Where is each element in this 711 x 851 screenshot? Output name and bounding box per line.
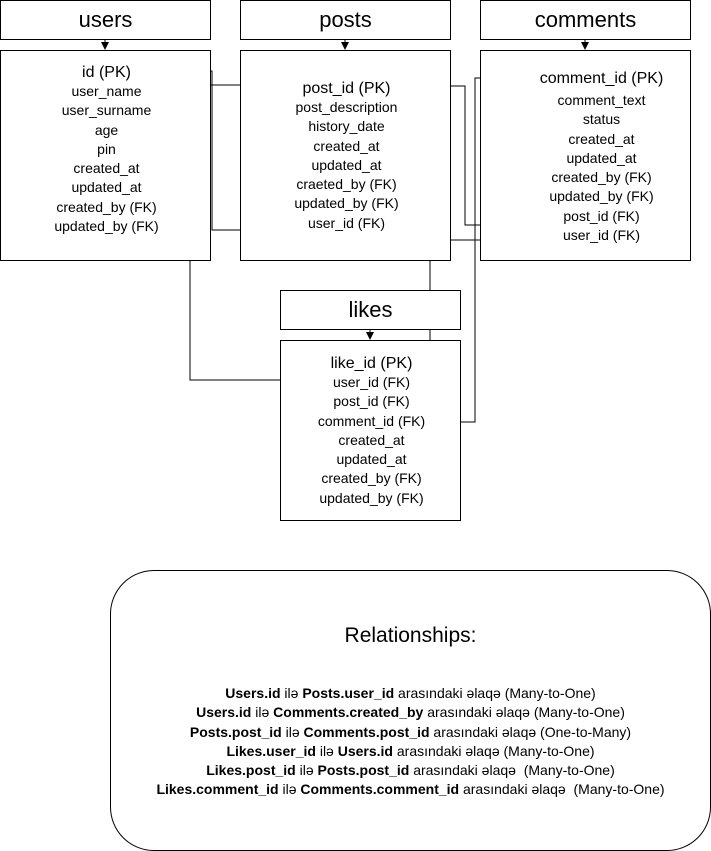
likes-pk-field: like_id (PK) [330, 355, 413, 372]
posts-table-title: posts [240, 0, 451, 40]
comments-field: updated_by (FK) [549, 188, 654, 205]
posts-fields: post_id (PK) post_description history_da… [241, 79, 452, 233]
posts-field: history_date [308, 118, 385, 135]
relationships-panel: Relationships: Users.id ilə Posts.user_i… [110, 570, 711, 851]
users-field: updated_at [71, 179, 142, 196]
posts-field: created_at [313, 137, 380, 154]
users-title-text: users [78, 7, 133, 32]
comments-field: comment_text [557, 92, 646, 108]
comments-field: created_at [568, 130, 635, 147]
posts-field: user_id (FK) [307, 214, 386, 231]
comments-field: updated_at [566, 149, 637, 166]
users-field: pin [97, 140, 116, 157]
users-fields: id (PK) user_name user_surname age pin c… [1, 63, 212, 236]
posts-field: updated_at [311, 156, 382, 173]
comments-table-title: comments [480, 0, 691, 40]
users-field: age [94, 121, 119, 138]
comments-field: user_id (FK) [562, 227, 641, 244]
likes-field: created_by (FK) [321, 470, 422, 487]
posts-field: post_description [295, 99, 398, 115]
users-table-title: users [0, 0, 211, 40]
posts-title-text: posts [319, 7, 372, 32]
likes-field: comment_id (FK) [317, 412, 426, 429]
comments-field: status [582, 111, 621, 128]
likes-fields: like_id (PK) user_id (FK) post_id (FK) c… [281, 354, 462, 508]
comments-fields-list: comment_text status created_at updated_a… [481, 91, 711, 245]
comments-title-text: comments [534, 7, 637, 32]
comments-fields: comment_id (PK) [481, 69, 711, 88]
likes-title-text: likes [348, 297, 393, 322]
posts-field: updated_by (FK) [294, 195, 399, 212]
relationships-list: Users.id ilə Posts.user_id arasındaki əl… [111, 684, 710, 800]
posts-table-body: post_id (PK) post_description history_da… [240, 50, 451, 261]
relationship-line: Likes.comment_id ilə Comments.comment_id… [156, 781, 665, 798]
likes-table-body: like_id (PK) user_id (FK) post_id (FK) c… [280, 340, 461, 521]
likes-field: updated_by (FK) [319, 489, 424, 506]
relationship-line: Likes.user_id ilə Users.id arasındaki əl… [226, 742, 595, 759]
users-field: user_name [71, 83, 142, 99]
relationship-line: Posts.post_id ilə Comments.post_id arası… [189, 723, 632, 740]
likes-field: user_id (FK) [332, 374, 411, 390]
relationship-line: Users.id ilə Comments.created_by arasınd… [196, 704, 625, 721]
users-field: updated_by (FK) [54, 218, 159, 235]
users-field: user_surname [61, 102, 152, 119]
posts-field: craeted_by (FK) [296, 176, 397, 193]
relationships-title: Relationships: [344, 624, 477, 647]
users-field: created_at [73, 160, 140, 177]
likes-field: created_at [338, 431, 405, 448]
comments-table-body: comment_id (PK) comment_text status crea… [480, 50, 691, 261]
users-field: created_by (FK) [56, 198, 157, 215]
likes-table-title: likes [280, 290, 461, 330]
likes-field: updated_at [336, 451, 407, 468]
users-table-body: id (PK) user_name user_surname age pin c… [0, 50, 211, 261]
comments-field: created_by (FK) [551, 169, 652, 186]
likes-field: post_id (FK) [333, 393, 410, 410]
comments-field: post_id (FK) [563, 207, 640, 224]
comments-pk-field: comment_id (PK) [539, 70, 664, 87]
posts-pk-field: post_id (PK) [302, 80, 391, 97]
users-pk-field: id (PK) [82, 64, 131, 81]
relationship-line: Users.id ilə Posts.user_id arasındaki əl… [225, 685, 596, 701]
relationship-line: Likes.post_id ilə Posts.post_id arasında… [206, 762, 615, 779]
